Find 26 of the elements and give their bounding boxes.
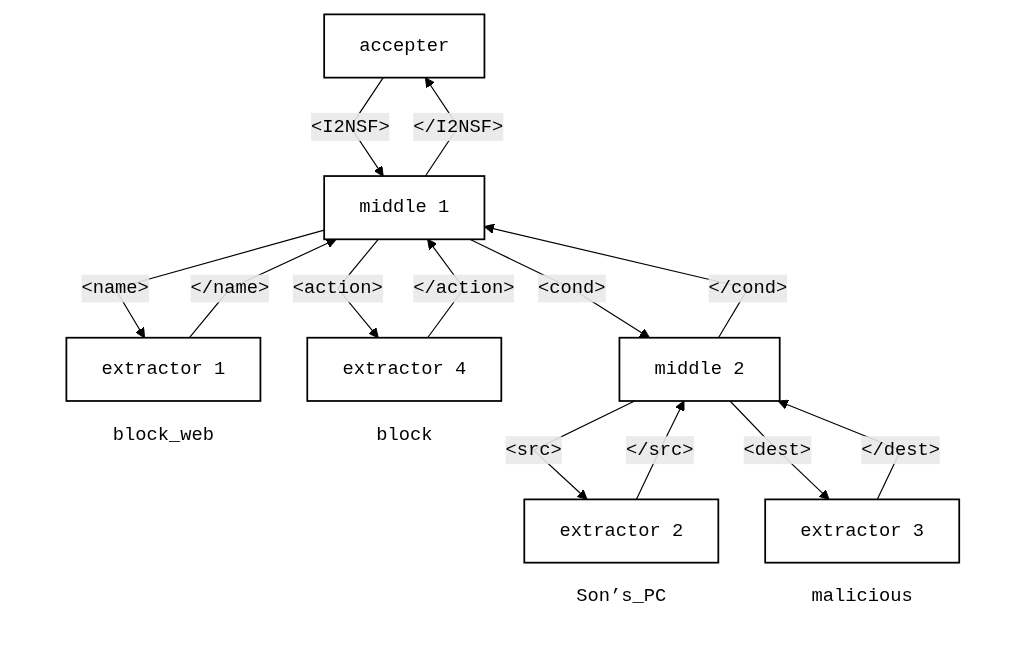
arrow bbox=[729, 400, 830, 500]
node-label: block_web bbox=[112, 424, 215, 446]
edge-label: <name> bbox=[81, 277, 150, 300]
node-label: block bbox=[376, 424, 433, 446]
node-label: malicious bbox=[811, 586, 914, 608]
arrow bbox=[469, 238, 651, 339]
edge-label: </action> bbox=[413, 277, 515, 300]
node-box: extractor 3 bbox=[764, 498, 961, 564]
node-box: extractor 2 bbox=[523, 498, 720, 564]
edge-label: <src> bbox=[505, 439, 562, 461]
node-box: extractor 4 bbox=[306, 336, 503, 402]
edge-label: <cond> bbox=[538, 277, 606, 300]
edge-label: </src> bbox=[626, 439, 694, 461]
node-label: Son’s_PC bbox=[576, 586, 667, 608]
arrow bbox=[189, 238, 337, 339]
node-box: middle 1 bbox=[323, 175, 486, 241]
edge-label: <dest> bbox=[743, 439, 812, 461]
node-box: extractor 1 bbox=[65, 336, 262, 402]
node-box: accepter bbox=[323, 13, 486, 79]
edge-label: </I2NSF> bbox=[413, 116, 504, 138]
edge-label: <I2NSF> bbox=[311, 116, 390, 138]
edge-label: </cond> bbox=[708, 277, 788, 300]
edge-label: </dest> bbox=[861, 439, 941, 461]
edge-label: <action> bbox=[292, 277, 383, 300]
node-box: middle 2 bbox=[618, 336, 781, 402]
edge-label: </name> bbox=[190, 277, 270, 300]
